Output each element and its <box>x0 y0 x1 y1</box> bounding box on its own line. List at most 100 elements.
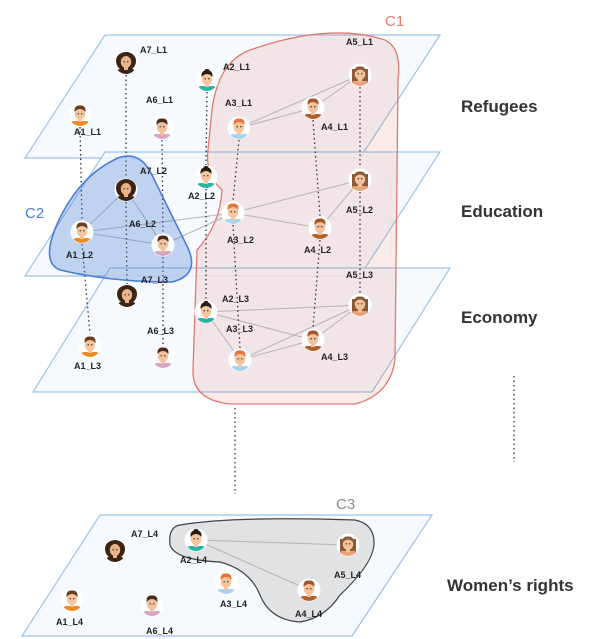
orange-shirt-boy-icon <box>71 105 89 126</box>
brown-shirt-man-icon <box>311 218 329 239</box>
pink-shirt-man-icon <box>143 595 161 616</box>
long-hair-woman-icon <box>351 296 369 316</box>
agent-a5_l2[interactable] <box>348 168 372 195</box>
agent-a7_l3[interactable] <box>115 284 139 310</box>
long-hair-woman-icon <box>351 66 369 86</box>
agent-label-a3_l1: A3_L1 <box>225 98 252 108</box>
agent-a2_l4[interactable] <box>184 528 208 555</box>
agent-a4_l2[interactable] <box>308 216 332 243</box>
agent-label-a3_l2: A3_L2 <box>227 235 254 245</box>
agent-label-a7_l4: A7_L4 <box>131 529 158 539</box>
pink-shirt-man-icon <box>153 118 171 139</box>
agent-a6_l1[interactable] <box>150 116 174 143</box>
agent-a7_l4[interactable] <box>103 539 127 565</box>
agent-label-a7_l1: A7_L1 <box>140 45 167 55</box>
edge-a1_l2-a6_l2 <box>81 231 164 246</box>
agent-a3_l2[interactable] <box>221 201 245 228</box>
agent-a3_l4[interactable] <box>214 571 238 598</box>
agent-label-a2_l2: A2_L2 <box>188 191 215 201</box>
agent-a6_l2[interactable] <box>151 233 175 260</box>
long-hair-woman-icon <box>351 171 369 191</box>
edge-a3_l3-a5_l3 <box>239 304 361 361</box>
teal-shirt-girl-icon <box>197 301 215 323</box>
agent-label-a1_l3: A1_L3 <box>74 361 101 371</box>
interlayer-link-a1_l2-a1_l3 <box>81 243 91 335</box>
interlayer-link-a2_l1-a2_l2 <box>205 91 208 166</box>
orange-shirt-boy-icon <box>63 590 81 611</box>
agent-label-a7_l3: A7_L3 <box>141 275 168 285</box>
agent-label-a5_l1: A5_L1 <box>346 37 373 47</box>
edge-a3_l3-a4_l3 <box>239 339 314 361</box>
curly-hair-woman-icon <box>116 52 136 74</box>
agent-label-a4_l2: A4_L2 <box>304 245 331 255</box>
agent-label-a6_l3: A6_L3 <box>147 326 174 336</box>
agent-a6_l4[interactable] <box>140 593 164 620</box>
edge-a3_l2-a4_l2 <box>232 212 321 229</box>
agent-a7_l1[interactable] <box>114 51 138 77</box>
agent-a1_l2[interactable] <box>70 220 94 247</box>
agent-label-a4_l4: A4_L4 <box>295 609 322 619</box>
teal-shirt-girl-icon <box>197 166 215 188</box>
agent-label-a4_l3: A4_L3 <box>321 352 348 362</box>
agent-label-a1_l4: A1_L4 <box>56 617 83 627</box>
cluster-label-c1: C1 <box>385 13 404 30</box>
agent-label-a1_l2: A1_L2 <box>66 250 93 260</box>
agent-label-a2_l4: A2_L4 <box>180 555 207 565</box>
agent-label-a3_l3: A3_L3 <box>226 324 253 334</box>
agent-a7_l2[interactable] <box>114 178 138 204</box>
agent-a4_l3[interactable] <box>301 328 325 355</box>
edge-a2_l4-a5_l4 <box>195 539 349 546</box>
curly-hair-woman-icon <box>116 179 136 201</box>
agent-a2_l1[interactable] <box>195 68 219 95</box>
cluster-label-c2: C2 <box>25 205 44 222</box>
edge-a2_l4-a4_l4 <box>195 539 310 591</box>
agent-label-a4_l1: A4_L1 <box>321 122 348 132</box>
edge-a3_l1-a4_l1 <box>238 107 314 129</box>
agent-a6_l3[interactable] <box>151 345 175 372</box>
agent-label-a5_l3: A5_L3 <box>346 270 373 280</box>
agent-a3_l1[interactable] <box>227 116 251 143</box>
agent-a5_l4[interactable] <box>336 533 360 560</box>
orange-shirt-boy-icon <box>81 336 99 357</box>
agent-a5_l3[interactable] <box>348 293 372 320</box>
brown-shirt-man-icon <box>304 330 322 351</box>
agent-label-a2_l3: A2_L3 <box>222 294 249 304</box>
agent-label-a6_l4: A6_L4 <box>146 626 173 636</box>
brown-shirt-man-icon <box>300 580 318 601</box>
blue-shirt-boy-icon <box>217 573 235 594</box>
agent-label-a2_l1: A2_L1 <box>223 62 250 72</box>
agent-label-a6_l1: A6_L1 <box>146 95 173 105</box>
agent-a5_l1[interactable] <box>348 63 372 90</box>
edge-a2_l3-a5_l3 <box>205 304 361 313</box>
blue-shirt-boy-icon <box>224 203 242 224</box>
agent-a3_l3[interactable] <box>228 348 252 375</box>
layer-label-l4: Women’s rights <box>447 576 574 595</box>
agent-a4_l4[interactable] <box>297 578 321 605</box>
interlayer-link-a3_l1-a3_l2 <box>232 139 240 202</box>
agent-a2_l2[interactable] <box>194 165 218 192</box>
agent-a1_l3[interactable] <box>78 334 102 361</box>
agent-a1_l4[interactable] <box>60 588 84 615</box>
agent-a1_l1[interactable] <box>68 103 92 130</box>
layer-label-l3: Economy <box>461 308 538 327</box>
cluster-label-c3: C3 <box>336 496 355 513</box>
agent-a2_l3[interactable] <box>194 300 218 327</box>
curly-hair-woman-icon <box>105 540 125 562</box>
interlayer-link-a7_l2-a7_l3 <box>125 201 128 285</box>
edge-a6_l2-a3_l2 <box>162 212 234 246</box>
blue-shirt-boy-icon <box>230 118 248 139</box>
edge-a1_l2-a3_l2 <box>81 212 234 233</box>
teal-shirt-girl-icon <box>198 69 216 91</box>
agent-label-a6_l2: A6_L2 <box>129 219 156 229</box>
agent-label-a1_l1: A1_L1 <box>74 127 101 137</box>
pink-shirt-man-icon <box>154 235 172 256</box>
agent-label-a7_l2: A7_L2 <box>140 166 167 176</box>
interlayer-link-a6_l1-a6_l2 <box>161 139 164 234</box>
curly-hair-woman-icon <box>117 285 137 307</box>
interlayer-link-a1_l1-a1_l2 <box>79 126 83 221</box>
edge-a3_l1-a5_l1 <box>238 74 361 129</box>
agent-a4_l1[interactable] <box>301 96 325 123</box>
long-hair-woman-icon <box>339 536 357 556</box>
layer-label-l1: Refugees <box>461 97 538 116</box>
